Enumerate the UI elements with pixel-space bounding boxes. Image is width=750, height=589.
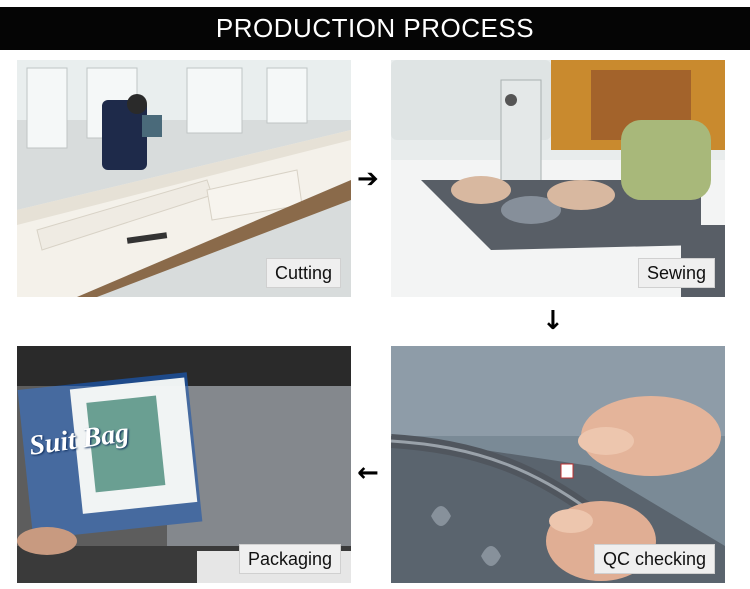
cutting-scene-image	[17, 60, 351, 297]
section-header: PRODUCTION PROCESS	[0, 7, 750, 50]
photo-qc-checking: QC checking	[391, 346, 725, 583]
arrow-down-icon: ↓	[542, 306, 564, 336]
arrow-right-icon: ➔	[357, 164, 379, 194]
sewing-scene-image	[391, 60, 725, 297]
step-caption-sewing: Sewing	[637, 258, 715, 288]
packaging-scene-image	[17, 346, 351, 583]
step-caption-cutting: Cutting	[265, 258, 341, 288]
photo-packaging: Suit Bag Packaging	[17, 346, 351, 583]
photo-cutting: Cutting	[17, 60, 351, 297]
step-caption-qc-checking: QC checking	[593, 544, 715, 574]
step-caption-packaging: Packaging	[238, 544, 341, 574]
header-title: PRODUCTION PROCESS	[215, 13, 535, 43]
photo-sewing: Sewing	[391, 60, 725, 297]
arrow-left-icon: ←	[357, 458, 379, 488]
qc-scene-image	[391, 346, 725, 583]
